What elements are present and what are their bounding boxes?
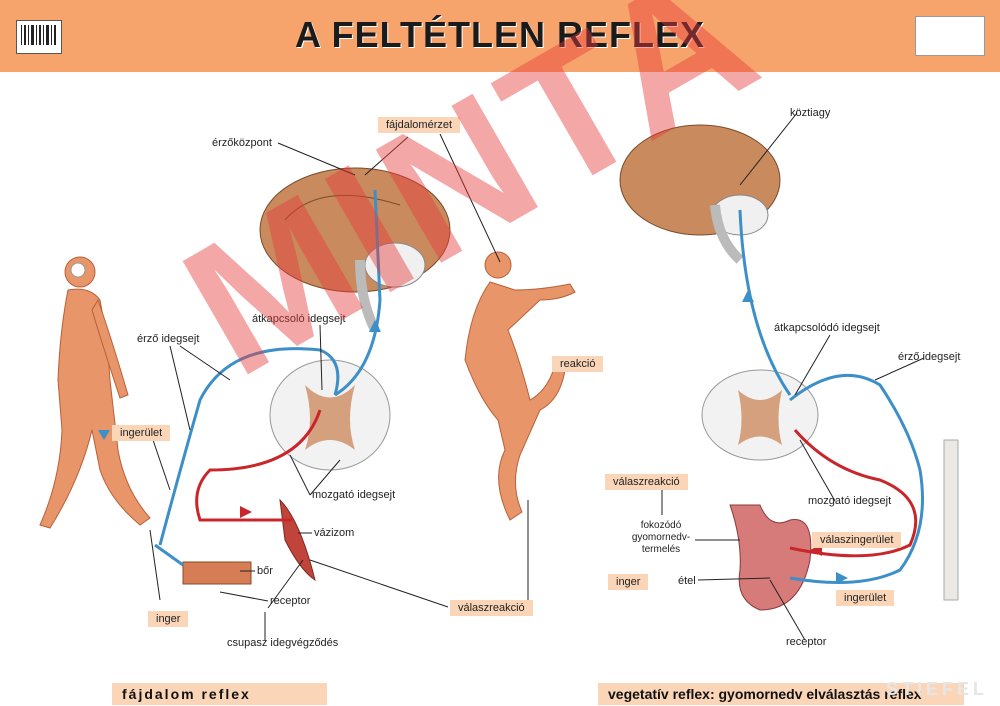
label-bor: bőr bbox=[257, 565, 273, 577]
label-valaszreakcio-right: válaszreakció bbox=[605, 474, 688, 490]
label-valaszreakcio-left: válaszreakció bbox=[450, 600, 533, 616]
page-title: A FELTÉTLEN REFLEX bbox=[295, 14, 705, 55]
label-valaszingerulet: válaszingerület bbox=[812, 532, 902, 548]
label-ingerulet-right: ingerület bbox=[836, 590, 895, 606]
footer-vegetativ-reflex: vegetatív reflex: gyomornedv elválasztás… bbox=[598, 683, 964, 705]
label-erzo-idegsejt-right: érző idegsejt bbox=[898, 351, 961, 363]
label-etel: étel bbox=[678, 575, 696, 587]
label-receptor-left: receptor bbox=[270, 595, 311, 607]
label-fokozodo-gyomornedv: fokozódó gyomornedv-termelés bbox=[631, 520, 691, 555]
label-erzo-idegsejt-left: érző idegsejt bbox=[137, 333, 200, 345]
label-atkapcsolodo-idegsejt: átkapcsolódó idegsejt bbox=[774, 322, 880, 334]
header-bar bbox=[0, 0, 1000, 72]
brain-left bbox=[259, 167, 451, 333]
walking-figure bbox=[39, 256, 151, 529]
label-inger-left: inger bbox=[148, 611, 189, 627]
label-receptor-right: receptor bbox=[786, 636, 827, 648]
label-atkapcsolo-idegsejt: átkapcsoló idegsejt bbox=[252, 313, 346, 325]
label-mozgato-idegsejt-right: mozgató idegsejt bbox=[808, 495, 892, 507]
label-inger-right: inger bbox=[608, 574, 649, 590]
label-csupasz-idegvegzodes: csupasz idegvégződés bbox=[227, 637, 339, 649]
label-mozgato-idegsejt-left: mozgató idegsejt bbox=[312, 489, 396, 501]
label-reakcio: reakció bbox=[552, 356, 604, 372]
jumping-figure bbox=[464, 251, 576, 521]
stomach-shape bbox=[729, 504, 812, 611]
label-ingerulet-left: ingerület bbox=[112, 425, 171, 441]
publisher-logo bbox=[915, 16, 985, 56]
spinal-cord-right bbox=[701, 369, 819, 461]
label-koztiagy: köztiagy bbox=[790, 107, 831, 119]
label-erzokozpont: érzőközpont bbox=[212, 137, 272, 149]
footer-fajdalom-reflex: fájdalom reflex bbox=[112, 683, 327, 705]
label-vazizom: vázizom bbox=[314, 527, 355, 539]
skin-block bbox=[182, 561, 252, 585]
label-fajdalomerzet: fájdalomérzet bbox=[378, 117, 461, 133]
barcode-icon bbox=[16, 20, 62, 54]
brand-watermark: STIEFEL bbox=[885, 679, 988, 699]
